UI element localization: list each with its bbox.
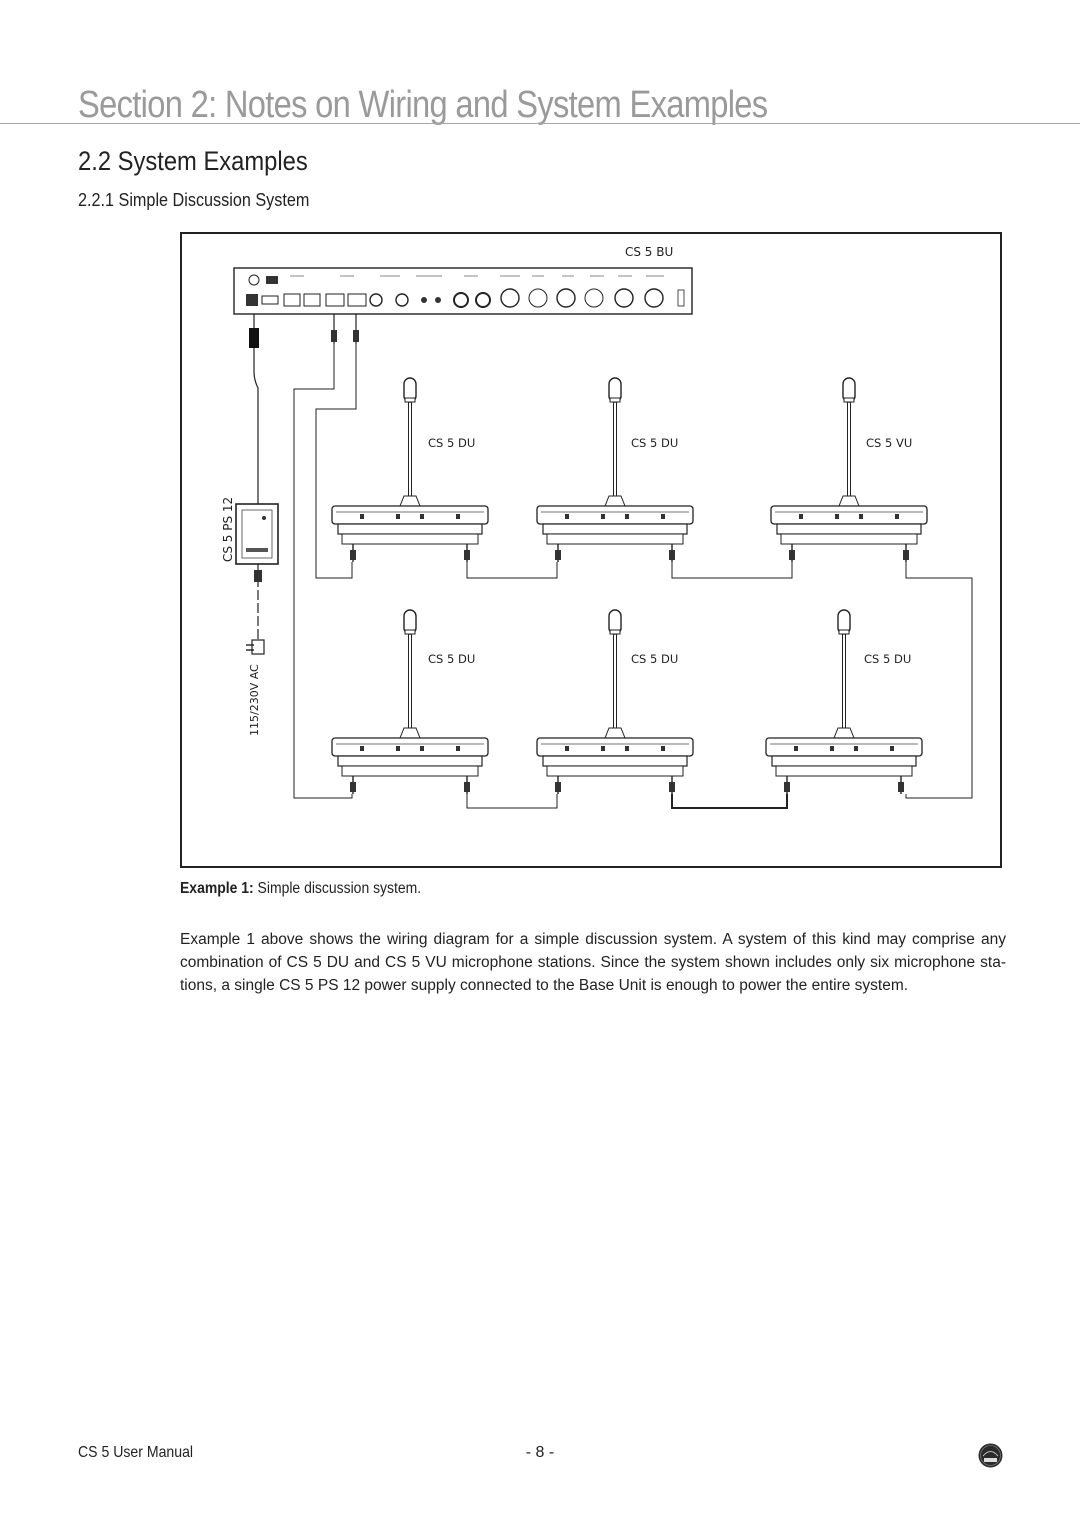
mains-voltage-label: 115/230V AC [248,664,261,736]
body-paragraph: Example 1 above shows the wiring diagram… [180,931,1006,994]
caption-text: Simple discussion system. [253,880,422,897]
unit-label: CS 5 DU [864,652,911,666]
subsection-heading: 2.2.1 Simple Discussion System [78,190,310,210]
footer-manual-title: CS 5 User Manual [78,1444,194,1461]
title-divider [0,123,1080,124]
power-supply [235,503,279,565]
base-unit-label: CS 5 BU [625,245,673,259]
unit-label: CS 5 VU [866,436,912,450]
unit-label: CS 5 DU [631,652,678,666]
figure-caption: Example 1: Simple discussion system. [180,880,421,898]
unit-label: CS 5 DU [428,436,475,450]
unit-label: CS 5 DU [631,436,678,450]
power-supply-label: CS 5 PS 12 [221,497,235,562]
caption-label: Example 1: [180,880,254,897]
section-heading: 2.2 System Examples [78,146,308,176]
akg-logo-icon [978,1443,1003,1468]
unit-label: CS 5 DU [428,652,475,666]
base-unit [233,267,693,315]
wiring-diagram: CS 5 BU [180,232,1002,868]
section-title: Section 2: Notes on Wiring and System Ex… [78,84,768,126]
page-number: - 8 - [525,1444,555,1461]
